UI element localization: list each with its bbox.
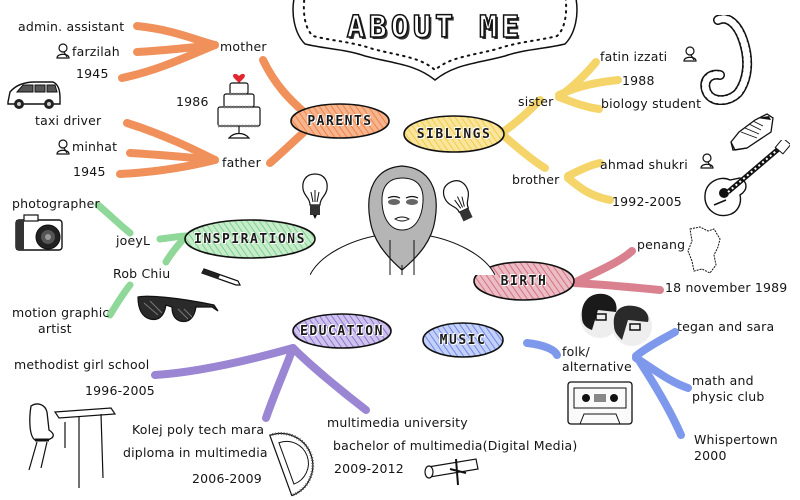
inspirations-connectors [94,201,190,319]
sister-name: fatin izzati [600,49,668,64]
diploma-scroll-icon [424,458,479,486]
school-2-years: 2006-2009 [192,471,262,486]
title-banner [292,0,578,81]
guitar-icon [704,140,790,217]
father-year: 1945 [73,164,106,179]
joeyl-role: photographer [12,196,100,211]
car-icon [7,81,61,109]
school-2-detail: diploma in multimedia [123,445,268,460]
sister-year: 1988 [622,73,655,88]
school-desk-icon [28,403,117,488]
page-title: ABOUT ME [346,9,524,46]
person-icon [700,153,714,169]
band-1-line1: tegan and sara [677,319,775,334]
education-node: EDUCATION [300,323,384,339]
band-2-line2: physic club [692,389,765,404]
penang-map-icon [687,226,721,274]
music-node: MUSIC [439,332,487,348]
snake-icon [700,15,753,105]
birth-date: 18 november 1989 [665,280,788,295]
education-node-shape [292,313,392,349]
parents-node: PARENTS [307,113,373,129]
band-3-line2: 2000 [694,448,727,463]
music-node-shape [422,322,504,358]
wedding-cake-icon [217,73,261,139]
person-icon [683,46,697,62]
robchiu-role-line2: artist [38,321,72,336]
lightbulb-icon [442,180,473,222]
mother-name: farzilah [72,44,120,59]
school-3-detail: bachelor of multimedia(Digital Media) [333,438,578,453]
music-genre-line1: folk/ [562,344,590,359]
brother-label: brother [512,172,560,187]
education-connectors [151,344,370,422]
mother-label: mother [220,39,267,54]
music-connectors [523,328,692,439]
school-1-years: 1996-2005 [85,383,155,398]
siblings-connectors [499,58,622,204]
father-job: taxi driver [35,113,102,128]
inspirations-node: INSPIRATIONS [194,231,306,247]
birth-place: penang [637,237,686,252]
marker-pen-icon [201,268,241,286]
school-3-name: multimedia university [327,415,468,430]
mother-year: 1945 [76,66,109,81]
band-2-line1: math and [692,373,754,388]
joeyl-name: joeyL [116,233,151,248]
father-label: father [222,155,261,170]
robchiu-role-line1: motion graphic [12,305,110,320]
person-icon [56,139,70,155]
brother-years: 1992-2005 [612,194,682,209]
parents-connectors [116,22,309,178]
camera-icon [15,214,63,251]
birth-connectors [570,247,664,294]
siblings-node-shape [403,115,505,153]
band-portrait-icon [580,293,652,346]
sneaker-icon [730,113,774,151]
sister-note: biology student [601,96,702,111]
robchiu-name: Rob Chiu [113,266,171,281]
school-1-name: methodist girl school [14,357,150,372]
lightbulb-icon [302,173,328,219]
mother-job: admin. assistant [18,19,125,34]
parents-node-shape [290,103,390,139]
school-3-years: 2009-2012 [334,461,404,476]
portrait-hijab-icon [310,165,495,275]
siblings-node: SIBLINGS [416,126,492,142]
birth-node: BIRTH [500,273,548,289]
wedding-year: 1986 [176,94,209,109]
cassette-tape-icon [567,381,633,425]
inspirations-node-shape [184,219,316,259]
father-name: minhat [72,139,118,154]
music-genre-line2: alternative [562,359,632,374]
school-2-name: Kolej poly tech mara [132,422,265,437]
birth-node-shape [473,261,575,301]
person-icon [56,43,70,59]
sister-label: sister [518,94,554,109]
protractor-icon [269,432,315,497]
sunglasses-icon [137,295,219,323]
brother-name: ahmad shukri [600,157,688,172]
band-3-line1: Whispertown [694,432,778,447]
